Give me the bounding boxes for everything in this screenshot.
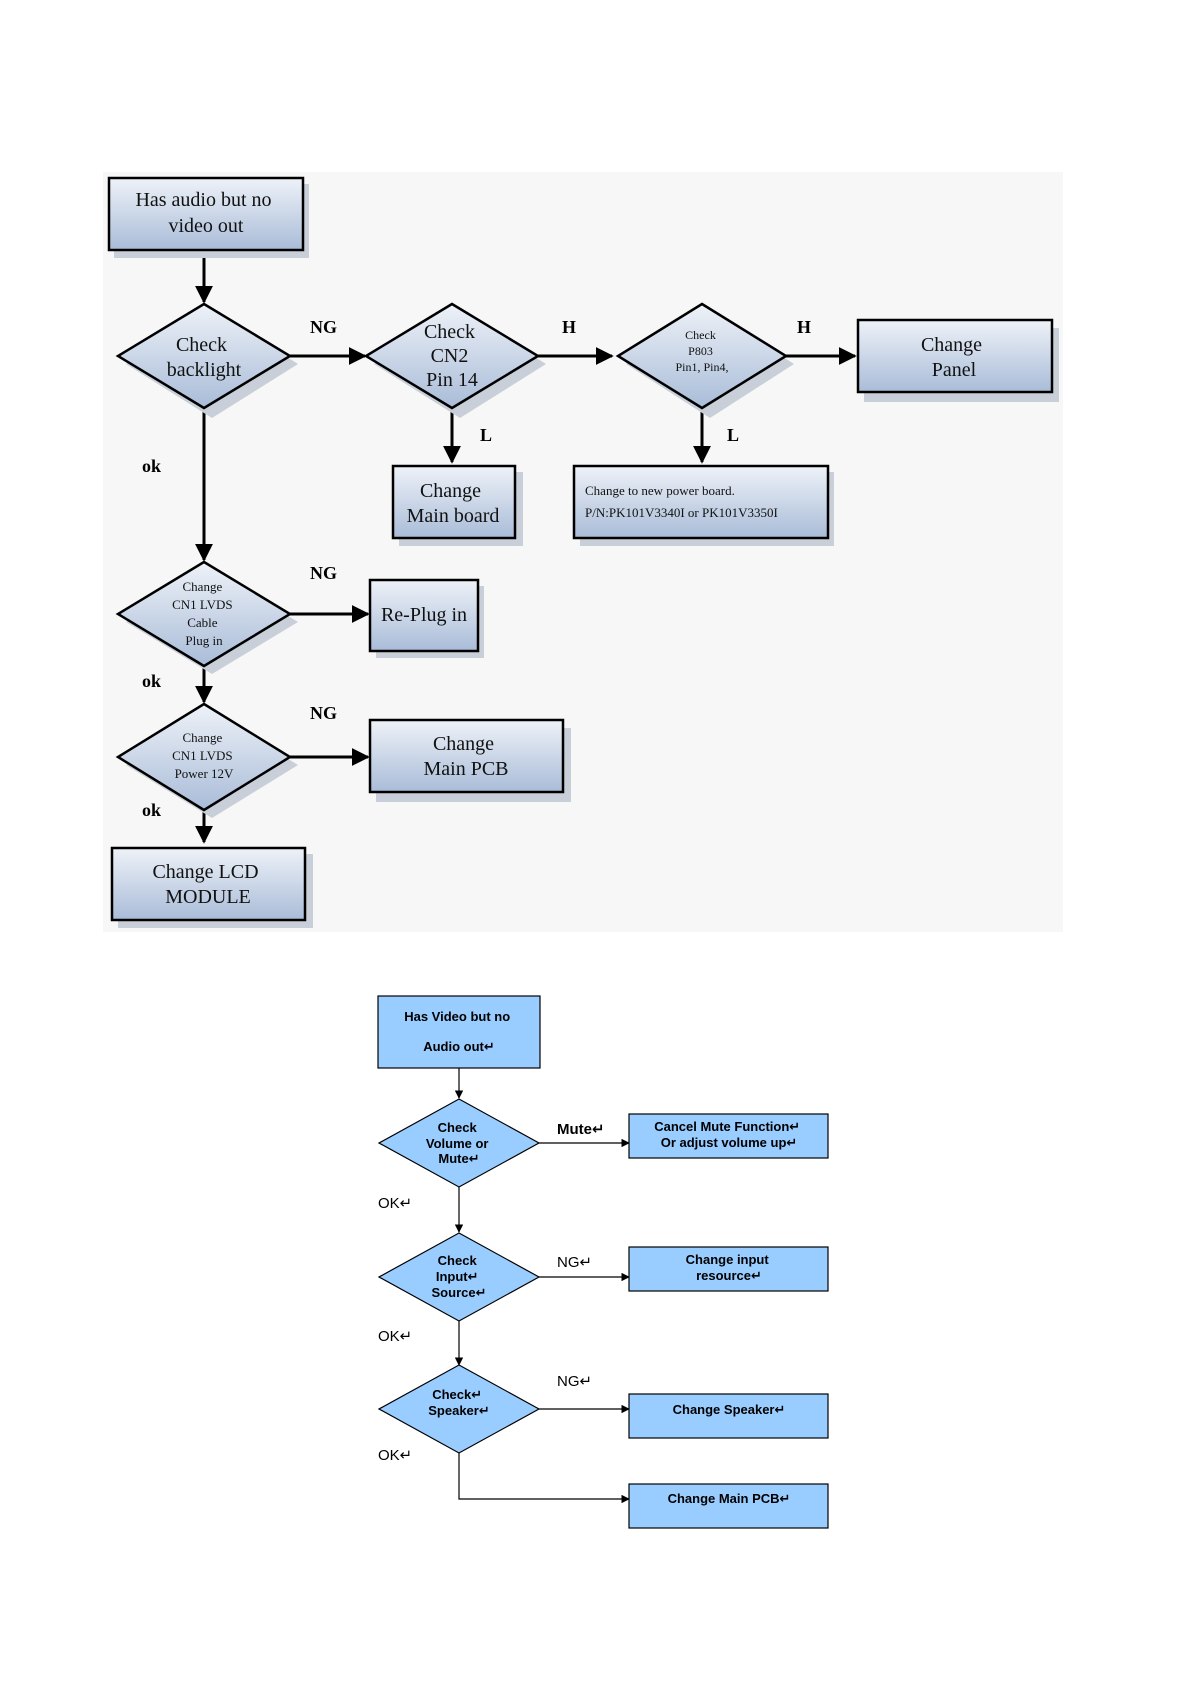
check-p803-text: Check P803 Pin1, Pin4, [675, 328, 728, 374]
label-ng-lvds-cable: NG [310, 563, 337, 583]
label-ng-backlight: NG [310, 317, 337, 337]
re-plug-text: Re-Plug in [381, 604, 467, 626]
node-check-p803 [615, 302, 789, 410]
node-change-lvds-power [115, 702, 293, 812]
change-lcd-module-text: Change LCD MODULE [152, 861, 263, 908]
bottom-branch-labels: Mute↵ NG↵ NG↵ OK↵ OK↵ OK↵ [378, 1121, 605, 1464]
bottom-shapes [377, 995, 829, 1529]
label-ok-speaker: OK↵ [378, 1447, 412, 1464]
label-ok-input: OK↵ [378, 1328, 412, 1345]
bottom-node-text: Has Video but no Audio out↵ Check Volume… [404, 1009, 804, 1506]
change-panel-text: Change Panel [921, 334, 987, 381]
label-h-p803: H [797, 317, 811, 337]
node-check-cn2 [363, 302, 541, 410]
node-b-start [377, 995, 541, 1069]
node-cancel-mute [628, 1113, 829, 1159]
check-cn2-text: Check CN2 Pin 14 [424, 321, 480, 391]
top-node-text: Has audio but no video out Check backlig… [135, 189, 987, 908]
label-ok-lvds-cable: ok [142, 671, 161, 691]
node-change-speaker [628, 1393, 829, 1439]
cancel-mute-text: Cancel Mute Function↵ Or adjust volume u… [654, 1119, 804, 1150]
change-lvds-cable-text: Change CN1 LVDS Cable Plug in [172, 579, 236, 648]
b-change-main-pcb-text: Change Main PCB↵ [668, 1491, 791, 1506]
node-check-volume [377, 1098, 541, 1188]
arrow-speaker-to-main-pcb [458, 1453, 630, 1504]
label-ng-input: NG↵ [557, 1254, 592, 1271]
change-input-text: Change input resource↵ [686, 1252, 773, 1283]
node-check-backlight [115, 302, 293, 410]
change-lvds-power-text: Change CN1 LVDS Power 12V [172, 730, 236, 781]
node-change-power-board [572, 464, 830, 540]
bottom-flowchart: Has Video but no Audio out↵ Check Volume… [377, 995, 829, 1529]
label-ng-lvds-power: NG [310, 703, 337, 723]
label-l-p803: L [727, 425, 739, 445]
top-shapes [107, 176, 1054, 922]
node-re-plug [368, 578, 480, 653]
top-flowchart-background [103, 172, 1063, 932]
label-ng-speaker: NG↵ [557, 1373, 592, 1390]
top-connectors [195, 250, 857, 844]
label-ok-backlight: ok [142, 456, 161, 476]
change-main-pcb-text: Change Main PCB [423, 733, 508, 780]
label-h-cn2: H [562, 317, 576, 337]
change-power-board-text: Change to new power board. P/N:PK101V334… [585, 483, 778, 520]
label-mute: Mute↵ [557, 1121, 605, 1138]
label-ok-lvds-power: ok [142, 800, 161, 820]
node-change-main-board [391, 464, 517, 540]
bottom-connectors [454, 1068, 630, 1504]
change-main-board-text: Change Main board [407, 480, 500, 527]
node-change-input [628, 1246, 829, 1292]
top-branch-labels: NG H H L L ok NG ok NG ok [142, 317, 811, 820]
check-speaker-text: Check↵ Speaker↵ [428, 1387, 489, 1418]
check-volume-text: Check Volume or Mute↵ [426, 1120, 492, 1166]
start-text: Has audio but no video out [135, 189, 276, 237]
change-speaker-text: Change Speaker↵ [673, 1402, 786, 1417]
node-check-input [377, 1232, 541, 1322]
node-change-lvds-cable [115, 560, 293, 668]
check-input-text: Check Input↵ Source↵ [432, 1253, 487, 1300]
b-start-text: Has Video but no Audio out↵ [404, 1009, 514, 1054]
check-backlight-text: Check backlight [167, 334, 242, 381]
node-start [107, 176, 305, 252]
label-ok-volume: OK↵ [378, 1195, 412, 1212]
node-change-panel [856, 318, 1054, 394]
label-l-cn2: L [480, 425, 492, 445]
top-flowchart: Has audio but no video out Check backlig… [103, 172, 1063, 932]
node-b-change-main-pcb [628, 1483, 829, 1529]
node-change-lcd-module [110, 846, 307, 922]
node-check-speaker [377, 1364, 541, 1454]
node-change-main-pcb [368, 718, 565, 794]
